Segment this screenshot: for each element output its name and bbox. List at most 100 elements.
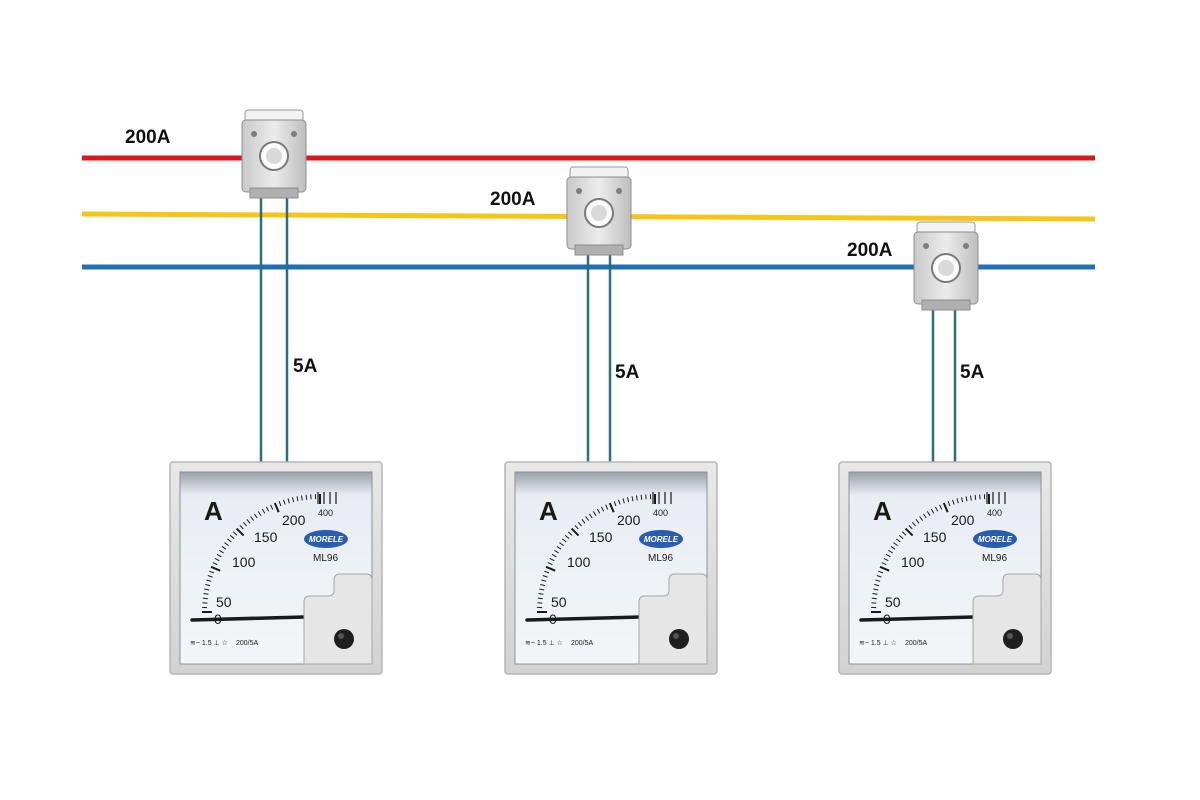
scale-tick <box>636 495 638 501</box>
scale-tick <box>207 575 213 578</box>
scale-tick <box>970 495 972 501</box>
scale-tick <box>876 575 882 578</box>
scale-tick <box>265 506 270 512</box>
scale-tick <box>934 506 939 512</box>
scale-tick <box>901 531 907 536</box>
scale-tick <box>556 545 562 550</box>
brand-name: MORELE <box>978 535 1013 544</box>
secondary-current-label: 5A <box>615 362 640 383</box>
secondary-current-label: 5A <box>960 362 985 383</box>
scale-tick <box>631 496 634 502</box>
scale-tick <box>956 498 959 504</box>
scale-tick <box>246 518 251 524</box>
scale-tick <box>908 524 913 530</box>
zero-adjust-knob <box>669 629 689 649</box>
ammeter-1: A 0 50 100 150 200 400 MORELE ML96 ≋~ 1.… <box>169 461 383 675</box>
zero-adjust-knob <box>334 629 354 649</box>
scale-label-200: 200 <box>951 512 975 528</box>
scale-tick <box>551 553 557 558</box>
scale-tick <box>883 557 889 562</box>
scale-tick <box>640 494 643 500</box>
scale-label-100: 100 <box>901 554 925 570</box>
scale-tick <box>544 570 550 574</box>
scale-label-150: 150 <box>254 529 278 545</box>
scale-tick <box>961 497 964 503</box>
scale-tick <box>538 593 544 595</box>
scale-tick <box>564 535 570 539</box>
ammeter-scale <box>202 492 337 613</box>
primary-current-label: 200A <box>847 240 893 261</box>
scale-tick <box>219 549 224 554</box>
scale-tick <box>947 501 951 507</box>
ct-unit-3: 200A 5A <box>847 221 985 462</box>
unit-symbol: A <box>873 496 892 526</box>
current-transformer <box>566 166 632 256</box>
scale-tick <box>239 524 244 530</box>
scale-tick <box>567 531 573 536</box>
scale-tick <box>888 549 893 554</box>
scale-tick <box>561 538 567 543</box>
scale-tick <box>600 506 605 512</box>
scale-label-400: 400 <box>653 508 668 518</box>
ct-unit-1: 200A 5A <box>125 109 318 462</box>
scale-label-100: 100 <box>232 554 256 570</box>
scale-tick <box>919 516 924 521</box>
scale-tick <box>915 518 920 524</box>
ammeter-3: A 0 50 100 150 200 400 MORELE ML96 ≋~ 1.… <box>838 461 1052 675</box>
meter-ratio: 200/5A <box>571 640 594 647</box>
ammeter-scale <box>871 492 1006 613</box>
scale-tick <box>974 494 977 500</box>
scale-tick <box>549 557 555 562</box>
zero-adjust-knob <box>1003 629 1023 649</box>
scale-tick <box>930 508 935 514</box>
scale-tick <box>243 521 247 527</box>
scale-tick <box>547 562 553 566</box>
scale-tick <box>912 521 916 527</box>
scale-tick <box>873 588 879 591</box>
scale-label-400: 400 <box>318 508 333 518</box>
ct-unit-2: 200A 5A <box>490 166 640 462</box>
unit-symbol: A <box>539 496 558 526</box>
scale-label-200: 200 <box>617 512 641 528</box>
model-label: ML96 <box>648 553 673 564</box>
scale-tick <box>585 516 590 521</box>
scale-tick <box>283 499 286 505</box>
scale-tick <box>895 538 901 543</box>
ammeter-needle <box>859 615 975 622</box>
meter-footer-symbols: ≋~ 1.5 ⊥ ☆ <box>525 639 563 647</box>
scale-tick <box>596 508 601 514</box>
scale-tick <box>232 531 238 536</box>
scale-tick <box>212 562 218 566</box>
scale-tick <box>261 508 266 514</box>
scale-tick <box>559 542 564 547</box>
scale-tick <box>592 511 597 516</box>
ammeter-2: A 0 50 100 150 200 400 MORELE ML96 ≋~ 1.… <box>504 461 718 675</box>
brand-name: MORELE <box>309 535 344 544</box>
scale-tick <box>872 593 878 595</box>
scale-tick <box>942 502 949 513</box>
scale-label-50: 50 <box>885 594 901 610</box>
scale-tick <box>893 542 898 547</box>
scale-tick <box>542 575 548 578</box>
current-transformer <box>913 221 979 311</box>
scale-tick <box>287 498 290 504</box>
scale-tick <box>206 579 212 582</box>
meter-ratio: 200/5A <box>236 640 259 647</box>
scale-label-50: 50 <box>216 594 232 610</box>
scale-tick <box>898 535 904 539</box>
scale-tick <box>204 588 210 591</box>
scale-label-400: 400 <box>987 508 1002 518</box>
scale-tick <box>618 499 621 505</box>
scale-tick <box>203 593 209 595</box>
brand-logo <box>973 530 1017 548</box>
scale-tick <box>216 553 222 558</box>
brand-logo <box>639 530 683 548</box>
scale-tick <box>541 579 547 582</box>
scale-tick <box>608 502 615 513</box>
unit-symbol: A <box>204 496 223 526</box>
secondary-current-label: 5A <box>293 356 318 377</box>
scale-tick <box>875 579 881 582</box>
scale-tick <box>226 538 232 543</box>
scale-tick <box>301 495 303 501</box>
